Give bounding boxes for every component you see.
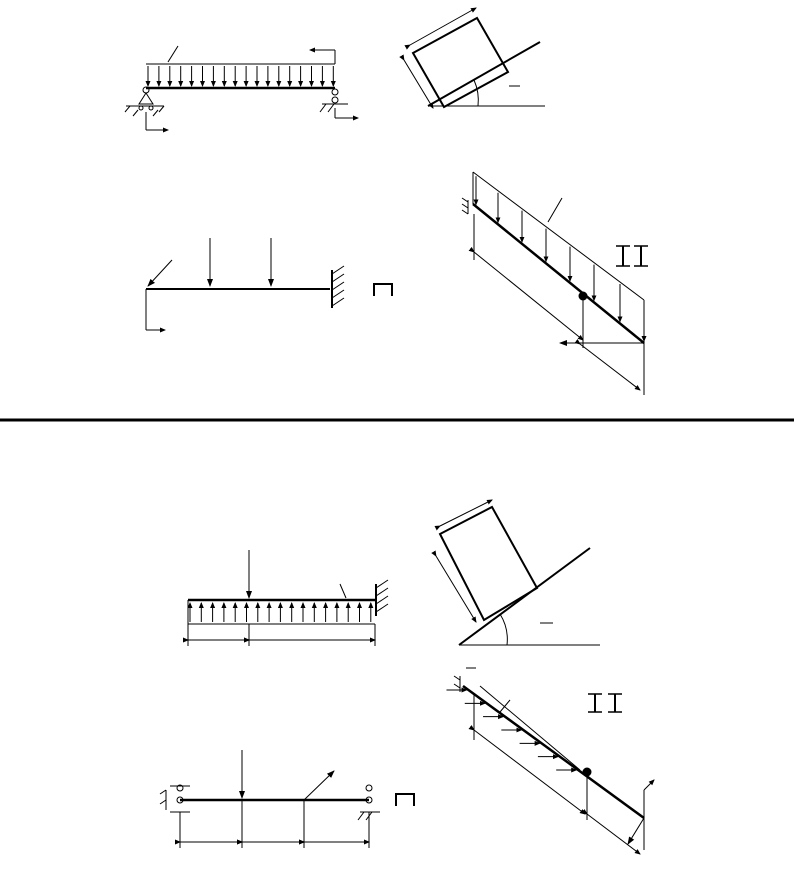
figure-mid-left-cantilever <box>145 238 393 333</box>
figure-top-right-block <box>399 7 545 109</box>
figure-mid-right-inclined-beam <box>461 171 648 395</box>
figure-bottom-right-block <box>431 499 600 646</box>
figure-bottom-right-inclined-beam <box>446 667 655 855</box>
figure-top-left-beam <box>124 45 359 133</box>
figure-bottom-left-simple-beam <box>159 750 415 848</box>
figure-bottom-left-beam <box>183 550 389 646</box>
